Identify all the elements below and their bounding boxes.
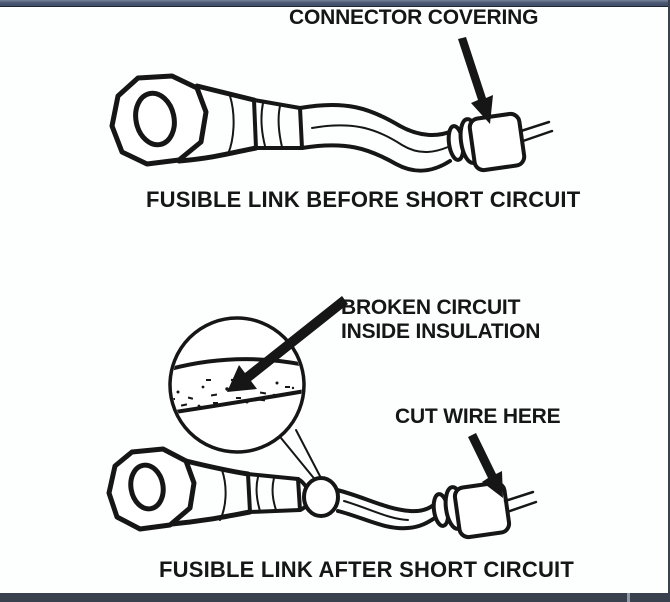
broken-circuit-arrow	[227, 296, 348, 392]
fusible-link-before-figure	[109, 73, 554, 173]
crimp-sleeve	[169, 458, 302, 527]
caption-after-short-circuit: FUSIBLE LINK AFTER SHORT CIRCUIT	[159, 557, 575, 582]
fusible-link-after-figure	[106, 446, 538, 540]
connector-covering-arrow	[458, 37, 493, 124]
caption-before-short-circuit: FUSIBLE LINK BEFORE SHORT CIRCUIT	[146, 187, 581, 212]
broken-strand-stipples	[172, 378, 295, 408]
broken-circuit-label-line2: INSIDE INSULATION	[341, 320, 541, 343]
ring-terminal-hole	[128, 462, 166, 512]
wire	[298, 102, 454, 173]
crimp-sleeve	[176, 83, 304, 164]
window-top-bar	[0, 0, 670, 7]
broken-circuit-label-line1: BROKEN CIRCUIT	[341, 296, 521, 319]
connector-covering-label: CONNECTOR COVERING	[289, 6, 539, 29]
broken-circuit-label: BROKEN CIRCUIT INSIDE INSULATION	[341, 296, 540, 344]
shorted-bulge	[302, 476, 340, 518]
ring-terminal-hole	[133, 90, 177, 148]
cut-wire-arrow	[468, 433, 503, 498]
magnifier-leader-line	[280, 437, 318, 483]
connector-covering	[446, 111, 554, 173]
cut-wire-here-label: CUT WIRE HERE	[395, 405, 561, 428]
connector	[431, 480, 538, 540]
window-right-edge	[668, 0, 670, 602]
bottom-bar-divider	[627, 593, 630, 602]
magnifier-leader-line	[295, 429, 323, 481]
broken-insulation-band	[172, 357, 302, 416]
window-bottom-bar	[0, 593, 670, 602]
